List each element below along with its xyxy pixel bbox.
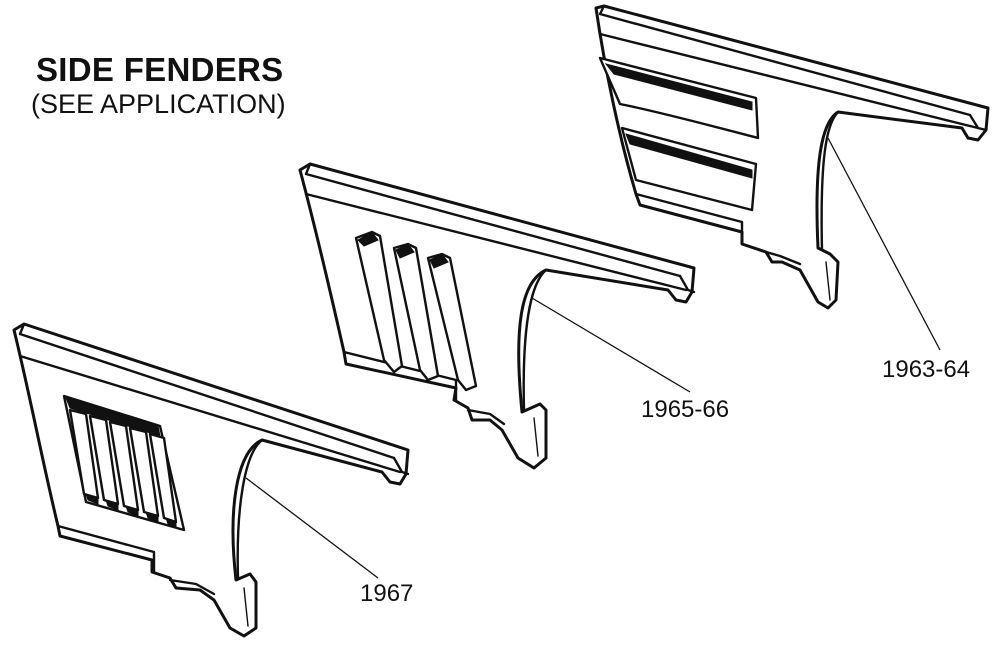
diagram-title: SIDE FENDERS — [36, 51, 284, 88]
fender-1963-64-drawing — [594, 4, 990, 310]
fender-1965-66-drawing — [298, 162, 696, 470]
fender-1967-drawing — [12, 322, 410, 638]
leader-line-1963-64 — [827, 137, 941, 351]
fender-1965-66-body — [298, 162, 696, 470]
leader-line-1965-66 — [531, 297, 691, 393]
fender-1965-66-louvers — [354, 230, 478, 392]
diagram-subtitle: (SEE APPLICATION) — [31, 89, 286, 119]
fender-1967-body — [12, 322, 410, 638]
fender-1967-louvers — [62, 394, 186, 532]
leader-line-1967 — [245, 477, 379, 579]
part-label-1965-66: 1965-66 — [641, 396, 730, 423]
part-label-1967: 1967 — [360, 580, 414, 607]
part-label-1963-64: 1963-64 — [882, 356, 971, 383]
